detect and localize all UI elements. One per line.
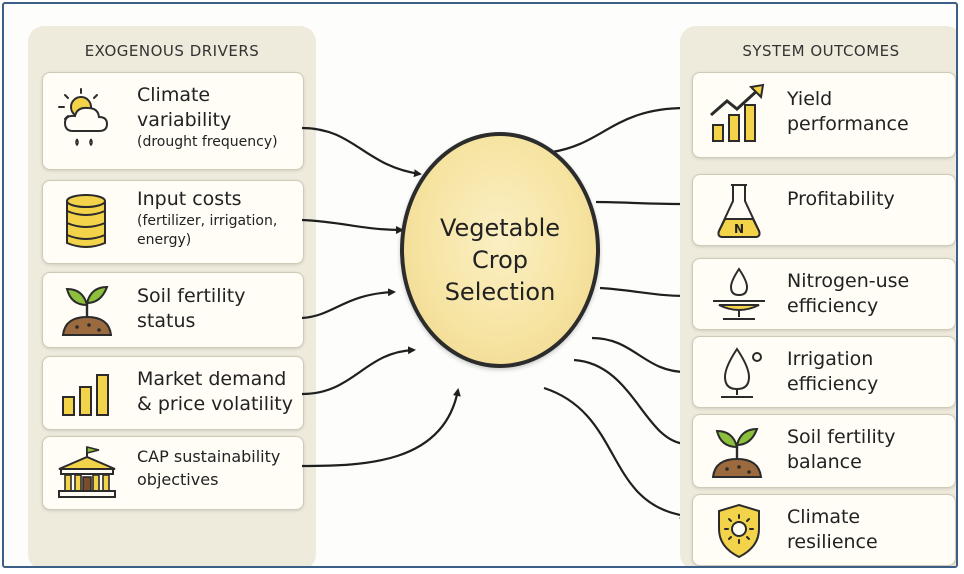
outcome-card-climate-resilience: Climate resilience [692, 494, 956, 566]
exogenous-drivers-title: EXOGENOUS DRIVERS [84, 42, 260, 60]
outcome-card-profitability: N Profitability [692, 174, 956, 246]
outcome-soil-line2: balance [787, 451, 862, 473]
connector-arrows [301, 104, 688, 520]
driver-card-cap-objectives: CAP sustainability objectives [42, 436, 304, 510]
outcome-yield-line2: performance [787, 113, 909, 135]
driver-card-soil-fertility: Soil fertility status [42, 272, 304, 348]
outcome-card-irrigation: Irrigation efficiency [692, 336, 956, 408]
outcome-nitrogen-line2: efficiency [787, 295, 879, 317]
sprout-soil-icon [709, 423, 765, 483]
arrow-costs-to-center [301, 218, 404, 234]
sprout-soil-icon [59, 281, 115, 341]
arrow-soil-to-center [301, 288, 396, 320]
driver-cap-line1: CAP sustainability [137, 447, 281, 466]
arrow-center-to-nitrogen [599, 286, 688, 300]
system-outcomes-panel: SYSTEM OUTCOMES Yield performance [680, 26, 956, 566]
arrow-market-to-center [301, 346, 416, 396]
flask-n-label: N [734, 222, 744, 236]
outcome-nitrogen-line1: Nitrogen-use [787, 270, 910, 292]
outcome-irrigation-line2: efficiency [787, 373, 879, 395]
sun-shield-icon [713, 501, 765, 561]
driver-market-line2: & price volatility [137, 393, 293, 415]
growth-chart-icon [709, 83, 771, 147]
outcome-card-soil-balance: Soil fertility balance [692, 414, 956, 488]
driver-input-costs-line1: Input costs [137, 188, 242, 210]
driver-input-costs-sub2: energy) [137, 232, 192, 248]
driver-market-line1: Market demand [137, 368, 287, 390]
coin-stack-icon [61, 191, 111, 251]
driver-soil-line1: Soil fertility [137, 285, 246, 307]
center-line2: Crop [471, 246, 528, 274]
outcome-irrigation-line1: Irrigation [787, 348, 874, 370]
flask-n-icon: N [713, 181, 765, 241]
arrow-cap-to-center [301, 388, 461, 468]
system-outcomes-title: SYSTEM OUTCOMES [742, 42, 900, 60]
sun-cloud-rain-icon [55, 87, 115, 153]
driver-card-input-costs: Input costs (fertilizer, irrigation, ene… [42, 180, 304, 264]
diagram-frame: EXOGENOUS DRIVERS Climat [2, 2, 958, 568]
driver-soil-line2: status [137, 310, 196, 332]
arrow-climate-to-center [301, 126, 422, 178]
driver-card-market-demand: Market demand & price volatility [42, 356, 304, 430]
outcome-card-yield: Yield performance [692, 72, 956, 158]
outcome-card-nitrogen: Nitrogen-use efficiency [692, 258, 956, 330]
outcome-climate-line2: resilience [787, 531, 878, 553]
outcome-yield-line1: Yield [787, 88, 833, 110]
arrow-center-to-profit [595, 199, 688, 208]
driver-card-climate-variability: Climate variability (drought frequency) [42, 72, 304, 170]
driver-cap-line2: objectives [137, 470, 219, 489]
driver-climate-line1: Climate [137, 84, 211, 106]
driver-climate-line2: variability [137, 109, 232, 131]
arrow-center-to-climate [543, 386, 688, 520]
bar-chart-icon [59, 369, 115, 419]
arrow-center-to-irrigation [591, 336, 688, 376]
outcome-soil-line1: Soil fertility [787, 426, 896, 448]
driver-climate-sub: (drought frequency) [137, 134, 278, 150]
exogenous-drivers-panel: EXOGENOUS DRIVERS Climat [28, 26, 316, 566]
government-building-icon [55, 443, 119, 503]
water-drop-icon [713, 343, 769, 403]
arrow-center-to-yield [551, 104, 688, 154]
outcome-climate-line1: Climate [787, 506, 861, 528]
center-line1: Vegetable [439, 214, 561, 242]
outcome-profitability-line1: Profitability [787, 188, 895, 210]
center-node-vegetable-crop-selection: Vegetable Crop Selection [400, 132, 600, 368]
arrow-center-to-soil [573, 358, 688, 448]
driver-input-costs-sub1: (fertilizer, irrigation, [137, 213, 278, 229]
center-line3: Selection [444, 278, 556, 306]
nitrogen-drop-dish-icon [709, 265, 769, 325]
